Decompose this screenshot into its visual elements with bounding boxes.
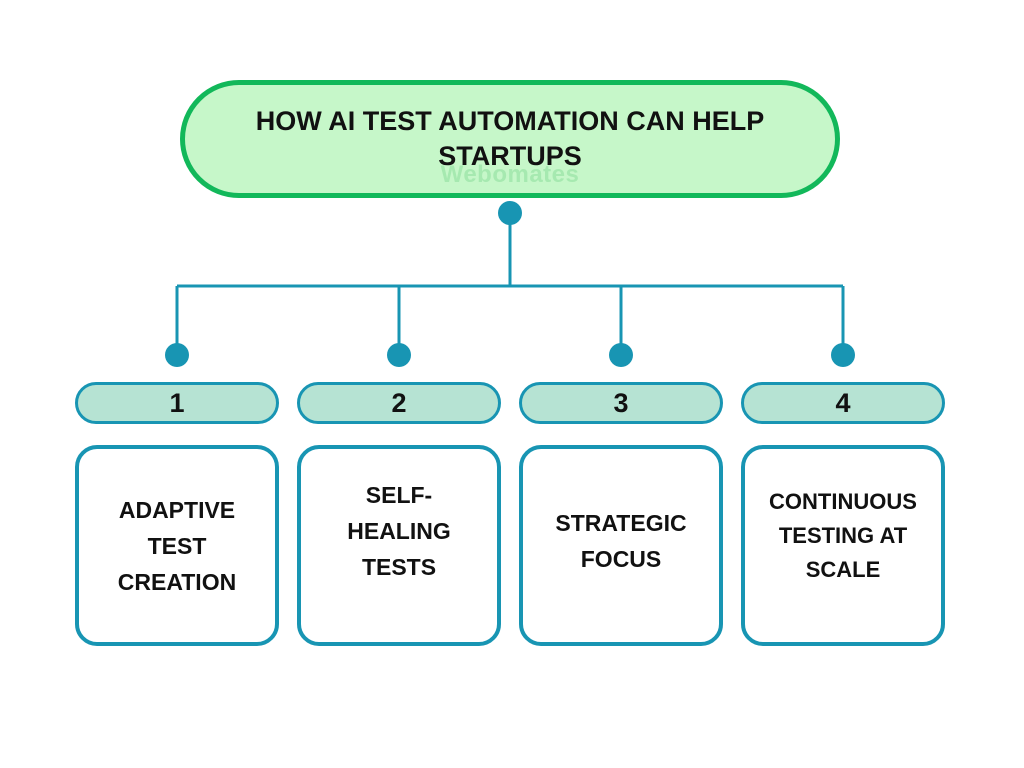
number-pill-4: 4: [741, 382, 945, 424]
branch-node-1: [165, 343, 189, 367]
card-1-text: ADAPTIVE TEST CREATION: [117, 496, 237, 595]
number-pill-1: 1: [75, 382, 279, 424]
number-pill-2: 2: [297, 382, 501, 424]
card-3-text: STRATEGIC FOCUS: [555, 509, 687, 572]
card-1: ADAPTIVE TEST CREATION: [75, 445, 279, 646]
watermark: Webomates: [440, 161, 580, 188]
card-4: CONTINUOUS TESTING AT SCALE: [741, 445, 945, 646]
card-2: SELF- HEALING TESTS: [297, 445, 501, 646]
branch-node-2: [387, 343, 411, 367]
card-3: STRATEGIC FOCUS: [519, 445, 723, 646]
branch-node-4: [831, 343, 855, 367]
number-pill-3: 3: [519, 382, 723, 424]
diagram-title: HOW AI TEST AUTOMATION CAN HELP STARTUPS: [255, 106, 765, 171]
card-4-text: CONTINUOUS TESTING AT SCALE: [769, 488, 917, 582]
trunk-node: [498, 201, 522, 225]
branch-node-3: [609, 343, 633, 367]
card-2-text: SELF- HEALING TESTS: [347, 481, 451, 580]
title-box: Webomates HOW AI TEST AUTOMATION CAN HEL…: [180, 80, 840, 198]
